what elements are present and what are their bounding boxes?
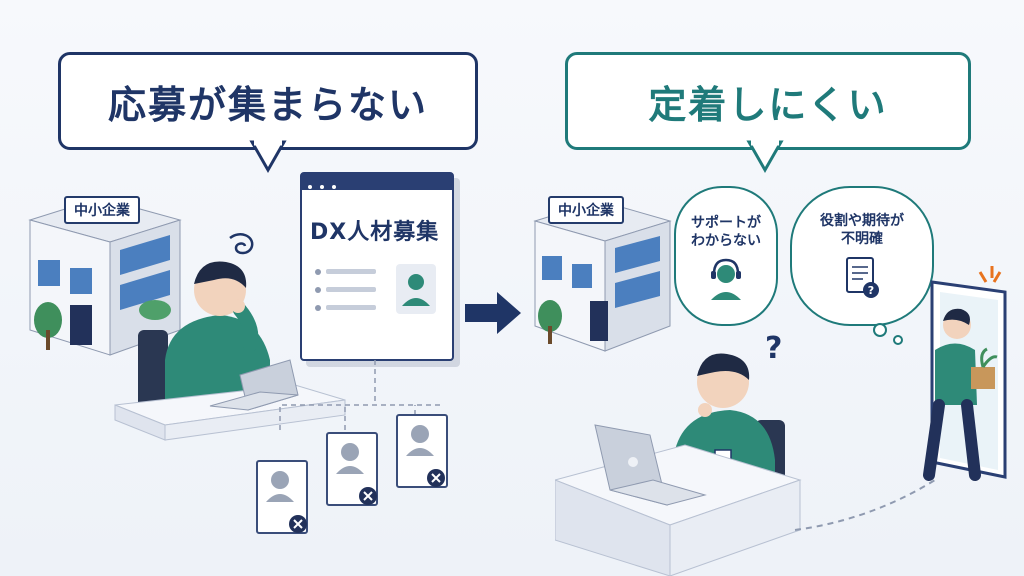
- company-label-right: 中小企業: [548, 196, 624, 224]
- svg-text:?: ?: [765, 331, 782, 366]
- worried-person-at-desk: [114, 233, 346, 441]
- headline-right: 定着しにくい: [648, 82, 888, 127]
- alert-mark-icon: [978, 266, 1002, 283]
- connector-lines: [279, 360, 440, 430]
- job-listing-content: [315, 264, 436, 314]
- bubble-tail-left: [249, 140, 287, 174]
- thought-role-line1: 役割や期待が: [820, 213, 904, 229]
- thought-role-line2: 不明確: [841, 231, 883, 247]
- thought-support-line1: サポートが: [691, 215, 761, 231]
- thought-dots: [873, 323, 903, 345]
- headline-bubble-right: 定着しにくい: [565, 52, 971, 150]
- thought-support-line2: わからない: [691, 233, 761, 249]
- question-mark-icon: ?: [765, 331, 782, 366]
- document-question-icon: ?: [846, 257, 879, 298]
- person-leaving-with-box: [923, 308, 998, 481]
- spiral-confusion-icon: [229, 233, 254, 255]
- headline-left: 応募が集まらない: [107, 82, 428, 127]
- office-building-right: [533, 200, 672, 352]
- svg-text:?: ?: [868, 284, 874, 297]
- thought-bubble-support: サポートが わからない: [674, 186, 778, 326]
- job-posting-window: DX人材募集: [300, 172, 454, 361]
- bubble-tail-right: [746, 140, 784, 174]
- headline-bubble-left: 応募が集まらない: [58, 52, 478, 150]
- headset-icon: [711, 258, 741, 300]
- thought-bubble-role: 役割や期待が 不明確 ?: [790, 186, 934, 326]
- applicant-silhouettes: [266, 425, 445, 533]
- arrow-right-icon: [465, 292, 521, 334]
- job-window-title: DX人材募集: [310, 220, 440, 245]
- reject-x-icon: [289, 469, 445, 533]
- dashed-path: [794, 479, 936, 531]
- company-label-left: 中小企業: [64, 196, 140, 224]
- confused-person-at-desk: ?: [555, 331, 802, 576]
- window-titlebar: [302, 174, 452, 190]
